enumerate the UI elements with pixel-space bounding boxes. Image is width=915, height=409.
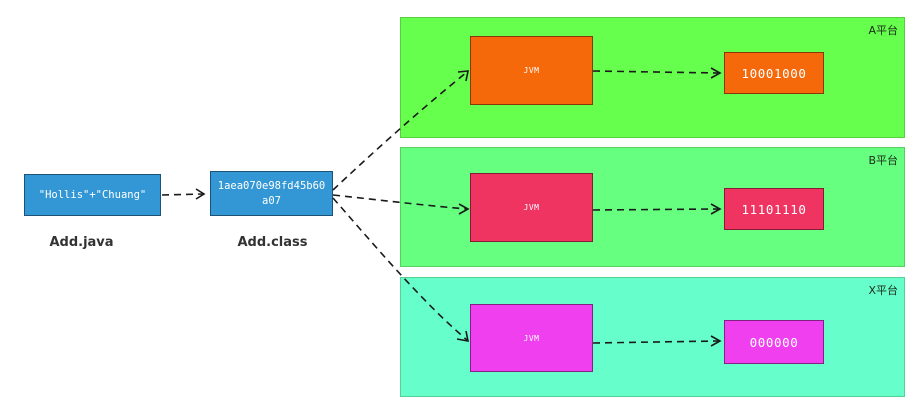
machine-code-box-x: 000000 [724, 320, 824, 364]
machine-code-x: 000000 [749, 334, 799, 350]
jvm-box-a: JVM [470, 36, 593, 105]
arrowhead-class-to-jvm-a [457, 70, 469, 82]
jvm-box-b: JVM [470, 173, 593, 242]
class-hash-text: 1aea070e98fd45b60a07 [217, 179, 326, 207]
arrow-jvm-b-to-code [592, 208, 719, 211]
arrowhead-class-to-jvm-b [458, 203, 470, 215]
jvm-label-b: JVM [523, 203, 540, 212]
class-file-label: Add.class [237, 235, 308, 250]
arrow-jvm-a-to-code [592, 70, 719, 74]
source-file-label: Add.java [49, 235, 114, 250]
arrow-jvm-x-to-code [592, 340, 719, 344]
arrowhead-java-to-class [195, 188, 206, 200]
source-code-box: "Hollis"+"Chuang" [24, 174, 161, 216]
arrow-class-to-jvm-a [332, 71, 468, 191]
arrowhead-jvm-x-to-code [710, 335, 722, 347]
arrowhead-class-to-jvm-x [456, 330, 470, 342]
machine-code-box-a: 10001000 [724, 52, 824, 94]
arrow-class-to-jvm-x [332, 197, 468, 341]
source-code-text: "Hollis"+"Chuang" [38, 188, 147, 201]
jvm-box-x: JVM [470, 304, 593, 372]
machine-code-b: 11101110 [741, 201, 807, 217]
jvm-label-a: JVM [523, 66, 540, 75]
class-file-box: 1aea070e98fd45b60a07 [210, 171, 333, 216]
machine-code-box-b: 11101110 [724, 188, 824, 230]
platform-label-x: X平台 [868, 284, 898, 297]
machine-code-a: 10001000 [741, 65, 807, 81]
arrow-class-to-jvm-b [332, 194, 468, 210]
platform-label-b: B平台 [868, 154, 898, 167]
arrow-java-to-class [161, 193, 204, 196]
jvm-label-x: JVM [523, 333, 540, 343]
platform-label-a: A平台 [868, 24, 898, 37]
arrowhead-jvm-a-to-code [710, 67, 722, 79]
arrowhead-jvm-b-to-code [710, 203, 722, 215]
